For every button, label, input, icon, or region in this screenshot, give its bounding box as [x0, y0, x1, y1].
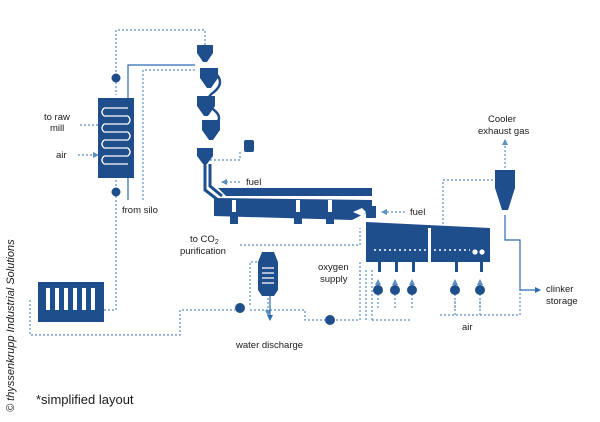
cooler-exhaust-cyclone [495, 170, 515, 210]
label-air-left: air [56, 150, 67, 161]
footnote: *simplified layout [36, 392, 134, 407]
label-to-co2-subscript: 2 [215, 239, 219, 246]
label-to-co2-text: to CO [190, 234, 215, 245]
cyclone-preheater [197, 45, 223, 202]
label-oxygen-supply-2: supply [320, 274, 348, 285]
label-to-raw-mill-1: to raw [44, 112, 70, 123]
clinker-cooler [366, 222, 490, 272]
rotary-kiln [214, 188, 376, 224]
label-purification: purification [180, 246, 226, 257]
fans [235, 285, 485, 325]
label-clinker-storage-1: clinker [546, 284, 573, 295]
heat-exchanger [98, 73, 134, 197]
label-oxygen-supply-1: oxygen [318, 262, 349, 273]
preheater-fan [244, 140, 254, 152]
label-from-silo: from silo [122, 205, 158, 216]
label-to-raw-mill-2: mill [50, 123, 64, 134]
label-fuel-top: fuel [246, 177, 261, 188]
bag-filter [38, 282, 104, 322]
copyright-notice: © thyssenkrupp Industrial Solutions [5, 239, 17, 412]
label-to-co2: to CO2 [190, 234, 219, 246]
label-cooler-exhaust-2: exhaust gas [478, 126, 529, 137]
condenser-column [258, 252, 278, 296]
label-cooler-exhaust-1: Cooler [488, 114, 516, 125]
dotted-gas-lines [29, 29, 521, 336]
label-air-bottom: air [462, 322, 473, 333]
label-water-discharge: water discharge [235, 340, 303, 351]
label-clinker-storage-2: storage [546, 296, 578, 307]
label-fuel-right: fuel [410, 207, 425, 218]
